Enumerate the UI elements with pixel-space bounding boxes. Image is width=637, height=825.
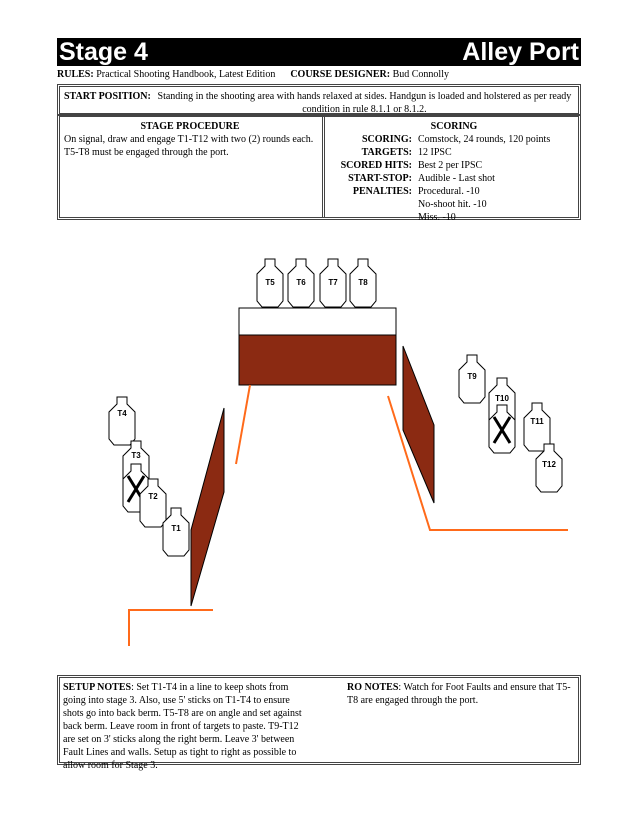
scoring-row-label: SCORED HITS: [340, 160, 412, 171]
port-wall [238, 334, 397, 386]
targets: T5 T6 T7 T8 T4 T3 T2 T1 T9 T10 T11 T12 [108, 258, 563, 557]
ro-notes-label: RO NOTES [347, 682, 399, 693]
rules-line: RULES: Practical Shooting Handbook, Late… [57, 68, 581, 81]
scoring-row: TARGETS: 12 IPSC [330, 146, 578, 159]
target-t4: T4 [108, 396, 136, 446]
setup-notes-text: Set T1-T4 in a line to keep shots from g… [63, 682, 302, 771]
target-label: T7 [328, 278, 338, 287]
target-label: T9 [467, 372, 477, 381]
scoring-row: START-STOP: Audible - Last shot [330, 172, 578, 185]
scoring-row: No-shoot hit. -10 [330, 198, 578, 211]
no-shoot-right [488, 404, 516, 454]
scoring-row: SCORED HITS: Best 2 per IPSC [330, 159, 578, 172]
designer-label: COURSE DESIGNER: [290, 69, 391, 80]
scoring-row-value: Comstock, 24 rounds, 120 points [418, 134, 551, 145]
no-shoot-x-mark [492, 416, 512, 444]
target-label: T5 [265, 278, 275, 287]
column-divider [322, 117, 325, 217]
scoring-row-value: Audible - Last shot [418, 173, 495, 184]
start-position-label: START POSITION: [64, 91, 151, 102]
stage-banner: Stage 4 Alley Port [57, 38, 581, 66]
ro-notes: RO NOTES: Watch for Foot Faults and ensu… [347, 682, 571, 706]
scoring-row: PENALTIES: Procedural. -10 [330, 185, 578, 198]
rules-value: Practical Shooting Handbook, Latest Edit… [96, 69, 276, 80]
stage-number: Stage 4 [59, 38, 148, 66]
procedure-scoring-box: STAGE PROCEDURE On signal, draw and enga… [57, 114, 581, 223]
right-wall [402, 345, 435, 504]
scoring-row: SCORING: Comstock, 24 rounds, 120 points [330, 133, 578, 146]
scoring-row-value: Miss. -10 [418, 212, 456, 223]
target-t7: T7 [319, 258, 347, 308]
target-t3: T3 [122, 440, 150, 490]
scoring-row-value: 12 IPSC [418, 147, 452, 158]
target-t11: T11 [523, 402, 551, 452]
stage-title: Alley Port [462, 38, 579, 66]
setup-notes-label: SETUP NOTES [63, 682, 132, 693]
fault-lines [128, 384, 568, 646]
scoring-heading: SCORING [430, 121, 478, 132]
target-t9: T9 [458, 354, 486, 404]
target-label: T2 [148, 492, 158, 501]
target-t12: T12 [535, 443, 563, 493]
fault-line-left-outer [128, 609, 213, 646]
target-label: T11 [530, 417, 544, 426]
scoring-row: Miss. -10 [330, 211, 578, 224]
start-position-text: Standing in the shooting area with hands… [157, 91, 572, 115]
target-label: T10 [495, 394, 509, 403]
scoring-row-value: No-shoot hit. -10 [418, 199, 487, 210]
scoring-row-label: PENALTIES: [352, 186, 412, 197]
scoring-row-value: Best 2 per IPSC [418, 160, 483, 171]
port-opening [238, 307, 397, 336]
target-label: T1 [171, 524, 181, 533]
scoring-row-label: START-STOP: [348, 173, 412, 184]
target-t1: T1 [162, 507, 190, 557]
target-label: T3 [131, 451, 141, 460]
left-wall [190, 407, 225, 607]
target-t2: T2 [139, 478, 167, 528]
target-t6: T6 [287, 258, 315, 308]
setup-notes: SETUP NOTES: Set T1-T4 in a line to keep… [63, 682, 302, 771]
target-label: T4 [117, 409, 127, 418]
target-label: T8 [358, 278, 368, 287]
scoring-row-value: Procedural. -10 [418, 186, 480, 197]
scoring-row-label: TARGETS: [361, 147, 412, 158]
stage-procedure: STAGE PROCEDURE On signal, draw and enga… [64, 120, 316, 159]
target-t10: T10 [488, 377, 516, 427]
scoring-row-label: SCORING: [361, 134, 412, 145]
rules-label: RULES: [57, 69, 94, 80]
ro-notes-text: Watch for Foot Faults and ensure that T5… [347, 682, 571, 706]
target-t5: T5 [256, 258, 284, 308]
notes-box: SETUP NOTES: Set T1-T4 in a line to keep… [57, 675, 581, 771]
scoring-section: SCORING SCORING: Comstock, 24 rounds, 120… [330, 120, 578, 224]
procedure-heading: STAGE PROCEDURE [140, 121, 240, 132]
target-label: T12 [542, 460, 556, 469]
procedure-text: On signal, draw and engage T1-T12 with t… [64, 134, 314, 158]
designer-value: Bud Connolly [392, 69, 449, 80]
target-t8: T8 [349, 258, 377, 308]
fault-line-left-inner [235, 384, 251, 465]
fault-line-right-inner [387, 395, 568, 531]
target-label: T6 [296, 278, 306, 287]
